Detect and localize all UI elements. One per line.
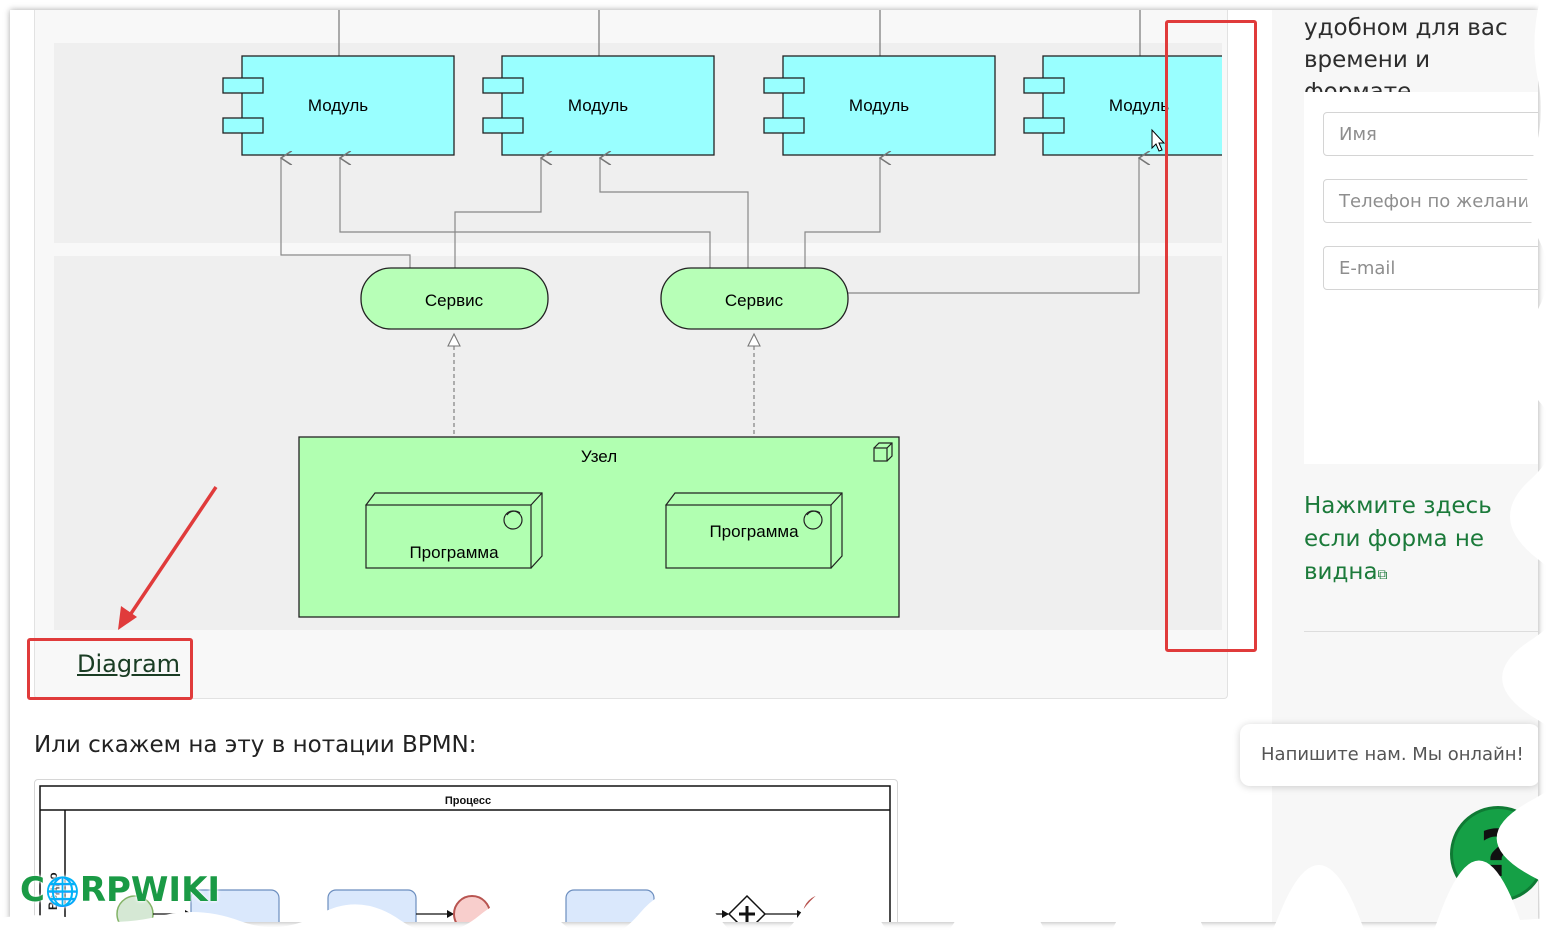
task [565,889,655,922]
pool-title: Процесс [445,795,491,807]
node-icon [873,442,893,462]
service-shape: Сервис [360,267,549,330]
contact-form: Имя Телефон по желанию E-mail [1304,92,1538,464]
service-label: Сервис [425,291,484,310]
article-content: Модуль Модуль Модуль [10,10,1270,922]
realization-connectors [447,332,761,494]
program-box: Программа [665,492,843,569]
module-box: Модуль [482,55,715,156]
program-box: Программа [365,492,543,569]
module-box: Модуль [222,55,455,156]
corpwiki-logo: C🌐RPWIKI [20,870,221,910]
module-label: Модуль [849,96,909,115]
form-help-link[interactable]: Нажмите здесь если форма не видна⧉ [1304,493,1492,585]
diagram-caption-link[interactable]: Diagram [77,650,181,678]
page: Модуль Модуль Модуль [10,10,1538,922]
end-event [453,895,491,922]
annotation-box-caption [27,638,193,700]
end-event [803,895,841,922]
paragraph-text: Или скажем на эту в нотации BPMN: [34,732,477,758]
annotation-box-edge [1165,20,1257,652]
program-label: Программа [709,522,799,541]
name-field[interactable]: Имя [1323,112,1538,156]
module-box: Модуль [1023,55,1227,156]
module-box: Модуль [763,55,996,156]
sidebar-divider [1304,631,1538,632]
service-shape: Сервис [660,267,849,330]
module-label: Модуль [308,96,368,115]
email-field[interactable]: E-mail [1323,246,1538,290]
external-link-icon: ⧉ [1377,567,1388,583]
phone-field[interactable]: Телефон по желанию [1323,179,1538,223]
archimate-diagram: Модуль Модуль Модуль [54,10,1227,630]
chat-bubble[interactable]: Напишите нам. Мы онлайн! [1240,724,1538,786]
module-label: Модуль [1109,96,1169,115]
diagram-figure: Модуль Модуль Модуль [34,10,1228,699]
globe-icon: 🌐 [44,875,80,908]
module-label: Модуль [568,96,628,115]
notification-dot [1517,807,1538,831]
mouse-cursor-icon [1151,128,1166,152]
node-label: Узел [581,447,617,466]
program-label: Программа [409,543,499,562]
task [327,889,417,922]
service-label: Сервис [725,291,784,310]
serving-connectors [281,158,1139,294]
